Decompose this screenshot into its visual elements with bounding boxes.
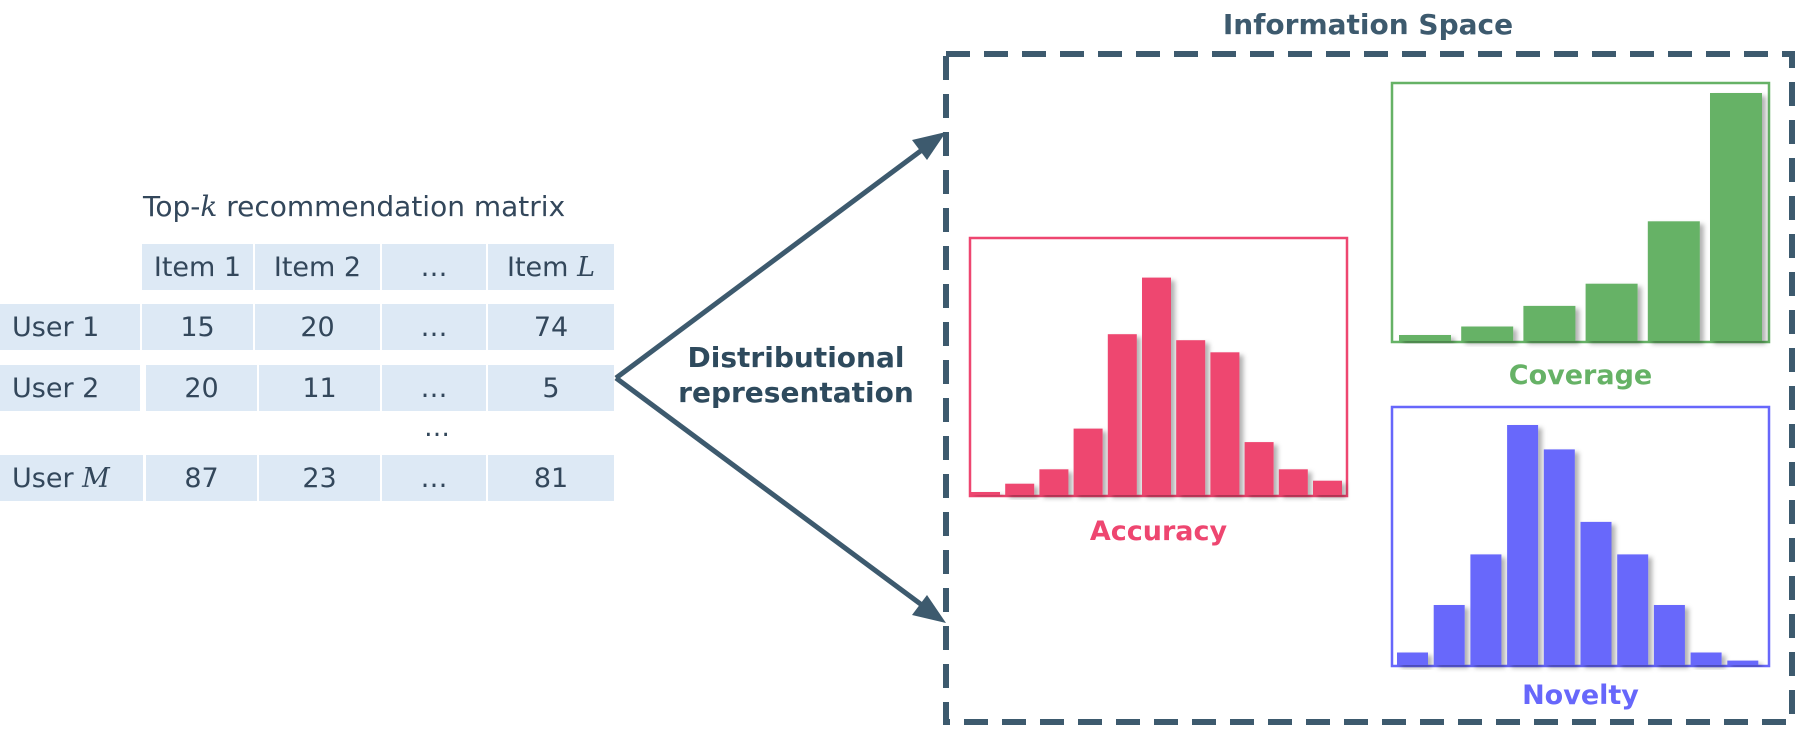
cell-m-4: 81 bbox=[488, 455, 614, 501]
novelty-bar-1 bbox=[1397, 652, 1428, 665]
cell-value: … bbox=[420, 462, 448, 494]
arrow-label: Distributional representation bbox=[660, 340, 932, 410]
novelty-bar-8 bbox=[1653, 605, 1685, 665]
novelty-chart-title: Novelty bbox=[1522, 680, 1639, 711]
accuracy-bar-9 bbox=[1244, 442, 1274, 495]
accuracy-bar-6 bbox=[1142, 277, 1171, 495]
cell-1-4: 74 bbox=[488, 304, 614, 350]
coverage-bar-2 bbox=[1461, 326, 1514, 341]
cell-value: 81 bbox=[533, 462, 569, 494]
cell-value: 15 bbox=[180, 311, 215, 343]
column-header-text: Item 2 bbox=[273, 251, 362, 283]
accuracy-bar-1 bbox=[971, 492, 1000, 495]
cell-m-3: … bbox=[382, 455, 486, 501]
information-space-title: Information Space bbox=[1222, 8, 1514, 41]
matrix-title: Top-k recommendation matrix bbox=[143, 190, 565, 223]
column-header-1: Item 1 bbox=[142, 244, 253, 290]
rows-ellipsis: … bbox=[424, 413, 450, 443]
matrix-title-prefix: Top- bbox=[143, 190, 201, 223]
column-header-ellipsis: … bbox=[382, 244, 486, 290]
matrix-title-var: k bbox=[200, 190, 218, 223]
cell-value: 23 bbox=[302, 462, 337, 494]
information-space-frame bbox=[943, 51, 1795, 725]
accuracy-bar-10 bbox=[1278, 469, 1308, 495]
accuracy-bar-4 bbox=[1073, 428, 1103, 495]
cell-2-2: 11 bbox=[259, 365, 380, 411]
novelty-bar-2 bbox=[1433, 605, 1465, 665]
row-label-1: User 1 bbox=[0, 304, 140, 350]
coverage-bar-4 bbox=[1585, 283, 1638, 341]
accuracy-bar-8 bbox=[1210, 352, 1240, 495]
row-label-last: User M bbox=[0, 455, 143, 501]
column-header-text: Item bbox=[507, 251, 569, 283]
accuracy-bar-11 bbox=[1313, 480, 1342, 495]
column-header-text: … bbox=[420, 251, 448, 283]
row-label-text: User bbox=[12, 462, 74, 494]
row-label-text: User 1 bbox=[12, 311, 100, 343]
column-header-last: Item L bbox=[488, 244, 614, 290]
accuracy-bar-2 bbox=[1005, 483, 1035, 495]
cell-value: … bbox=[420, 372, 448, 404]
arrow-up-head bbox=[912, 132, 946, 160]
matrix-title-suffix: recommendation matrix bbox=[217, 190, 566, 223]
cell-m-1: 87 bbox=[146, 455, 257, 501]
cell-2-3: … bbox=[382, 365, 486, 411]
coverage-bar-1 bbox=[1399, 335, 1451, 341]
novelty-bar-4 bbox=[1507, 425, 1539, 665]
cell-2-1: 20 bbox=[146, 365, 257, 411]
novelty-bars bbox=[1397, 425, 1759, 665]
novelty-bar-9 bbox=[1690, 652, 1722, 665]
novelty-bar-5 bbox=[1543, 449, 1575, 665]
column-header-2: Item 2 bbox=[255, 244, 380, 290]
novelty-bar-6 bbox=[1580, 521, 1612, 665]
novelty-bar-10 bbox=[1727, 660, 1759, 665]
cell-value: 20 bbox=[300, 311, 335, 343]
accuracy-bar-5 bbox=[1107, 334, 1137, 495]
column-header-text: Item 1 bbox=[153, 251, 242, 283]
coverage-chart-title: Coverage bbox=[1508, 360, 1653, 391]
coverage-bars bbox=[1399, 93, 1762, 341]
accuracy-bar-7 bbox=[1176, 340, 1206, 495]
accuracy-bar-3 bbox=[1039, 469, 1069, 495]
cell-value: 5 bbox=[542, 372, 560, 404]
coverage-bar-3 bbox=[1523, 305, 1576, 341]
arrow-label-line1: Distributional bbox=[687, 341, 905, 374]
coverage-bar-6 bbox=[1710, 93, 1762, 341]
arrow-down-head bbox=[912, 595, 946, 623]
row-label-var: M bbox=[82, 462, 110, 494]
accuracy-bars bbox=[971, 277, 1342, 495]
cell-1-2: 20 bbox=[255, 304, 380, 350]
cell-value: 20 bbox=[184, 372, 219, 404]
novelty-bar-3 bbox=[1470, 554, 1502, 665]
cell-m-2: 23 bbox=[259, 455, 380, 501]
accuracy-chart-title: Accuracy bbox=[1089, 516, 1228, 547]
novelty-bar-7 bbox=[1617, 554, 1649, 665]
column-header-var: L bbox=[577, 251, 595, 283]
arrow-label-line2: representation bbox=[678, 376, 914, 409]
coverage-bar-5 bbox=[1647, 221, 1700, 341]
cell-2-4: 5 bbox=[488, 365, 614, 411]
row-label-text: User 2 bbox=[12, 372, 100, 404]
arrow-up-line bbox=[614, 138, 936, 381]
coverage-chart-frame bbox=[1390, 81, 1771, 344]
row-label-2: User 2 bbox=[0, 365, 140, 411]
arrow-down-line bbox=[614, 375, 936, 617]
cell-value: 74 bbox=[533, 311, 569, 343]
cell-value: 11 bbox=[302, 372, 337, 404]
cell-value: … bbox=[420, 311, 448, 343]
cell-1-3: … bbox=[382, 304, 486, 350]
cell-value: 87 bbox=[184, 462, 219, 494]
cell-1-1: 15 bbox=[142, 304, 253, 350]
